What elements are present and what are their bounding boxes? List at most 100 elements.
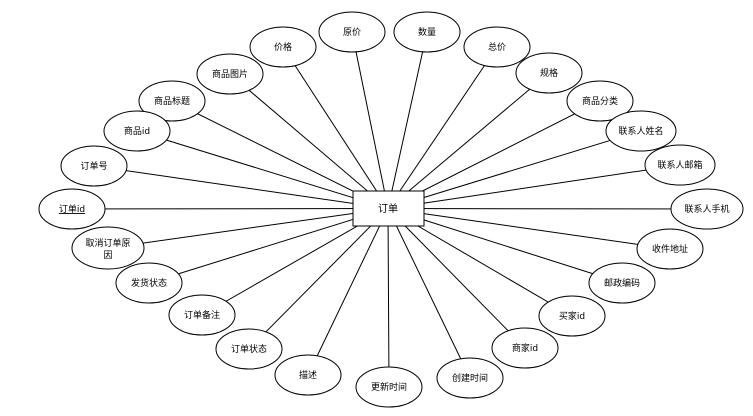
connector-line <box>107 208 389 249</box>
connector-line <box>248 208 389 350</box>
attribute-13: 订单id <box>38 188 106 230</box>
attribute-ellipse <box>115 262 183 304</box>
connector-line <box>387 72 550 209</box>
attribute-label: 联系人邮箱 <box>657 159 702 171</box>
connector-line <box>387 208 526 349</box>
attribute-ellipse <box>644 144 716 186</box>
attribute-ellipse <box>393 11 461 53</box>
attribute-18: 邮政编码 <box>588 262 656 304</box>
attribute-ellipse <box>605 110 677 152</box>
attribute-ellipse <box>71 226 145 270</box>
connector-line <box>229 73 389 209</box>
connector-line <box>351 31 389 209</box>
attribute-8: 商品分类 <box>566 80 634 122</box>
attribute-label: 数量 <box>418 26 436 38</box>
attribute-label: 邮政编码 <box>604 277 640 289</box>
attribute-15: 取消订单原因 <box>71 226 145 270</box>
attribute-ellipse <box>566 80 634 122</box>
connector-line <box>93 165 389 209</box>
attribute-label: 规格 <box>540 67 558 79</box>
attribute-10: 联系人姓名 <box>605 110 677 152</box>
attribute-label: 商品分类 <box>582 95 618 107</box>
attribute-label: 创建时间 <box>452 372 488 384</box>
attribute-ellipse <box>215 328 283 370</box>
attribute-9: 商品id <box>103 110 171 152</box>
connector-line <box>387 208 390 388</box>
connector-line <box>307 208 389 376</box>
entity-box <box>352 190 425 227</box>
attribute-3: 价格 <box>249 26 317 68</box>
attribute-label: 订单id <box>59 203 85 215</box>
connector-line <box>387 46 498 209</box>
connector-line <box>387 164 681 209</box>
connector-line <box>387 208 671 250</box>
connector-line <box>171 100 389 209</box>
attribute-label: 联系人手机 <box>684 203 729 215</box>
attribute-21: 订单状态 <box>215 328 283 370</box>
attribute-label: 取消订单原因 <box>85 237 130 261</box>
attribute-23: 描述 <box>274 354 342 396</box>
entity-label: 订单 <box>378 203 398 215</box>
entity-order: 订单 <box>352 190 425 227</box>
attribute-19: 订单备注 <box>168 294 236 336</box>
attribute-label: 发货状态 <box>131 277 167 289</box>
attribute-5: 商品图片 <box>196 53 264 95</box>
attribute-label: 商品图片 <box>212 68 248 80</box>
attribute-label: 买家id <box>559 310 585 322</box>
attribute-label: 原价 <box>343 27 361 38</box>
attribute-ellipse <box>588 262 656 304</box>
attribute-14: 联系人手机 <box>670 188 744 230</box>
connector-line <box>282 46 389 209</box>
connector-line <box>387 208 623 284</box>
attribute-label: 订单状态 <box>231 343 267 355</box>
attribute-ellipse <box>249 26 317 68</box>
attribute-1: 原价 <box>318 11 386 53</box>
attribute-6: 规格 <box>515 52 583 94</box>
connector-line <box>71 208 389 210</box>
connector-line <box>136 130 389 209</box>
connector-line <box>387 130 642 209</box>
attribute-ellipse <box>355 366 423 408</box>
attribute-24: 创建时间 <box>436 357 504 399</box>
attribute-label: 总价 <box>488 41 506 53</box>
attribute-ellipse <box>436 357 504 399</box>
attribute-ellipse <box>491 327 559 369</box>
attribute-label: 更新时间 <box>371 381 407 393</box>
attribute-label: 订单备注 <box>184 309 220 321</box>
attribute-ellipse <box>60 145 128 187</box>
attribute-17: 发货状态 <box>115 262 183 304</box>
attribute-ellipse <box>636 228 704 270</box>
attribute-label: 描述 <box>299 369 317 381</box>
attribute-12: 联系人邮箱 <box>644 144 716 186</box>
connector-line <box>148 208 389 284</box>
attribute-label: 商品标题 <box>154 95 190 107</box>
relationship-lines <box>71 31 708 388</box>
attribute-label: 联系人姓名 <box>618 125 663 137</box>
attribute-ellipse <box>138 80 206 122</box>
attribute-22: 商家id <box>491 327 559 369</box>
attribute-label: 商品id <box>124 125 150 137</box>
connector-line <box>387 31 428 209</box>
attribute-ellipse <box>103 110 171 152</box>
attribute-label: 收件地址 <box>652 243 688 255</box>
attribute-ellipse <box>38 188 106 230</box>
attribute-4: 总价 <box>463 26 531 68</box>
attribute-ellipse <box>670 188 744 230</box>
attribute-ellipse <box>274 354 342 396</box>
attribute-ellipse <box>168 294 236 336</box>
attribute-2: 数量 <box>393 11 461 53</box>
connector-line <box>387 208 471 379</box>
attribute-ellipse <box>318 11 386 53</box>
attribute-ellipse <box>463 26 531 68</box>
attribute-label: 价格 <box>274 41 292 53</box>
attribute-16: 收件地址 <box>636 228 704 270</box>
attribute-label: 商家id <box>512 342 538 354</box>
attribute-ellipse <box>515 52 583 94</box>
attribute-25: 更新时间 <box>355 366 423 408</box>
connector-line <box>387 208 708 210</box>
attribute-11: 订单号 <box>60 145 128 187</box>
attribute-ellipse <box>538 295 606 337</box>
attribute-label: 订单号 <box>80 160 107 172</box>
